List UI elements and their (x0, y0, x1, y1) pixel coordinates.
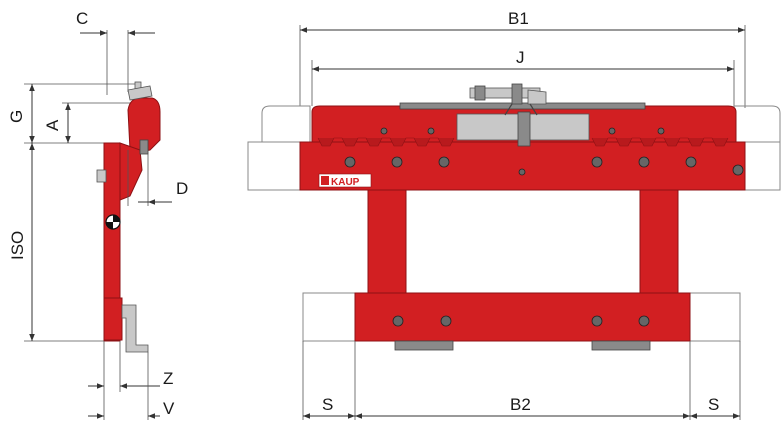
bolt (732, 164, 744, 176)
side-view: C G A ISO D (7, 9, 188, 420)
g-label: G (7, 110, 26, 123)
center-of-gravity-quadrant-1 (113, 215, 120, 222)
carriage-outline-top-left (261, 105, 311, 143)
handle-knob-left (474, 85, 486, 101)
bolt (392, 315, 404, 327)
handle-lever (527, 89, 547, 105)
v-label: V (163, 399, 175, 418)
lower-beam (354, 292, 691, 342)
bolt (591, 315, 603, 327)
bolt (427, 127, 435, 135)
b2-label: B2 (510, 395, 531, 414)
j-label: J (516, 48, 525, 67)
bolt (391, 156, 403, 168)
bolt (608, 127, 616, 135)
front-bolt-row (344, 156, 744, 176)
side-lower-hook (121, 304, 149, 353)
d-label: D (176, 179, 188, 198)
bolt (440, 315, 452, 327)
handle-links (504, 103, 538, 116)
side-bracket (119, 142, 143, 201)
teeth-left (317, 137, 455, 147)
right-column (639, 189, 679, 299)
bolt (591, 156, 603, 168)
side-lower-plate (103, 297, 123, 341)
handle-knob-center (511, 83, 523, 105)
lower-bolt-row (392, 315, 650, 327)
bolt (657, 127, 665, 135)
side-carriage-plate (103, 142, 121, 342)
bolt (380, 127, 388, 135)
b1-label: B1 (508, 9, 529, 28)
bolt (518, 168, 526, 176)
center-lock-post (517, 111, 531, 147)
front-view: B1 J (247, 9, 781, 420)
carriage-outline-top-right (733, 105, 781, 143)
left-column (367, 189, 407, 299)
lower-hook-left (394, 340, 454, 351)
c-label: C (76, 9, 88, 28)
logo-text: KAUP (331, 177, 360, 188)
side-top-block (127, 97, 161, 153)
s-left-label: S (322, 395, 333, 414)
iso-label: ISO (8, 231, 27, 260)
logo-badge (318, 173, 372, 188)
teeth-right (591, 137, 729, 147)
bolt (638, 315, 650, 327)
bolt (685, 156, 697, 168)
s-right-label: S (708, 395, 719, 414)
logo-mark-icon (321, 176, 329, 185)
side-handle-grip (127, 85, 153, 101)
top-rail (399, 102, 646, 110)
upper-beam-front (299, 141, 746, 191)
a-label: A (43, 119, 62, 131)
top-bolt-row (380, 127, 665, 135)
bolt (344, 156, 356, 168)
lower-hook-right (591, 340, 651, 351)
kaup-logo: KAUP (318, 173, 372, 188)
bolt (638, 156, 650, 168)
bolt (438, 156, 450, 168)
side-lock-pin (139, 139, 149, 155)
center-of-gravity-quadrant-2 (106, 222, 113, 229)
side-stud (96, 169, 107, 183)
z-label: Z (163, 369, 173, 388)
